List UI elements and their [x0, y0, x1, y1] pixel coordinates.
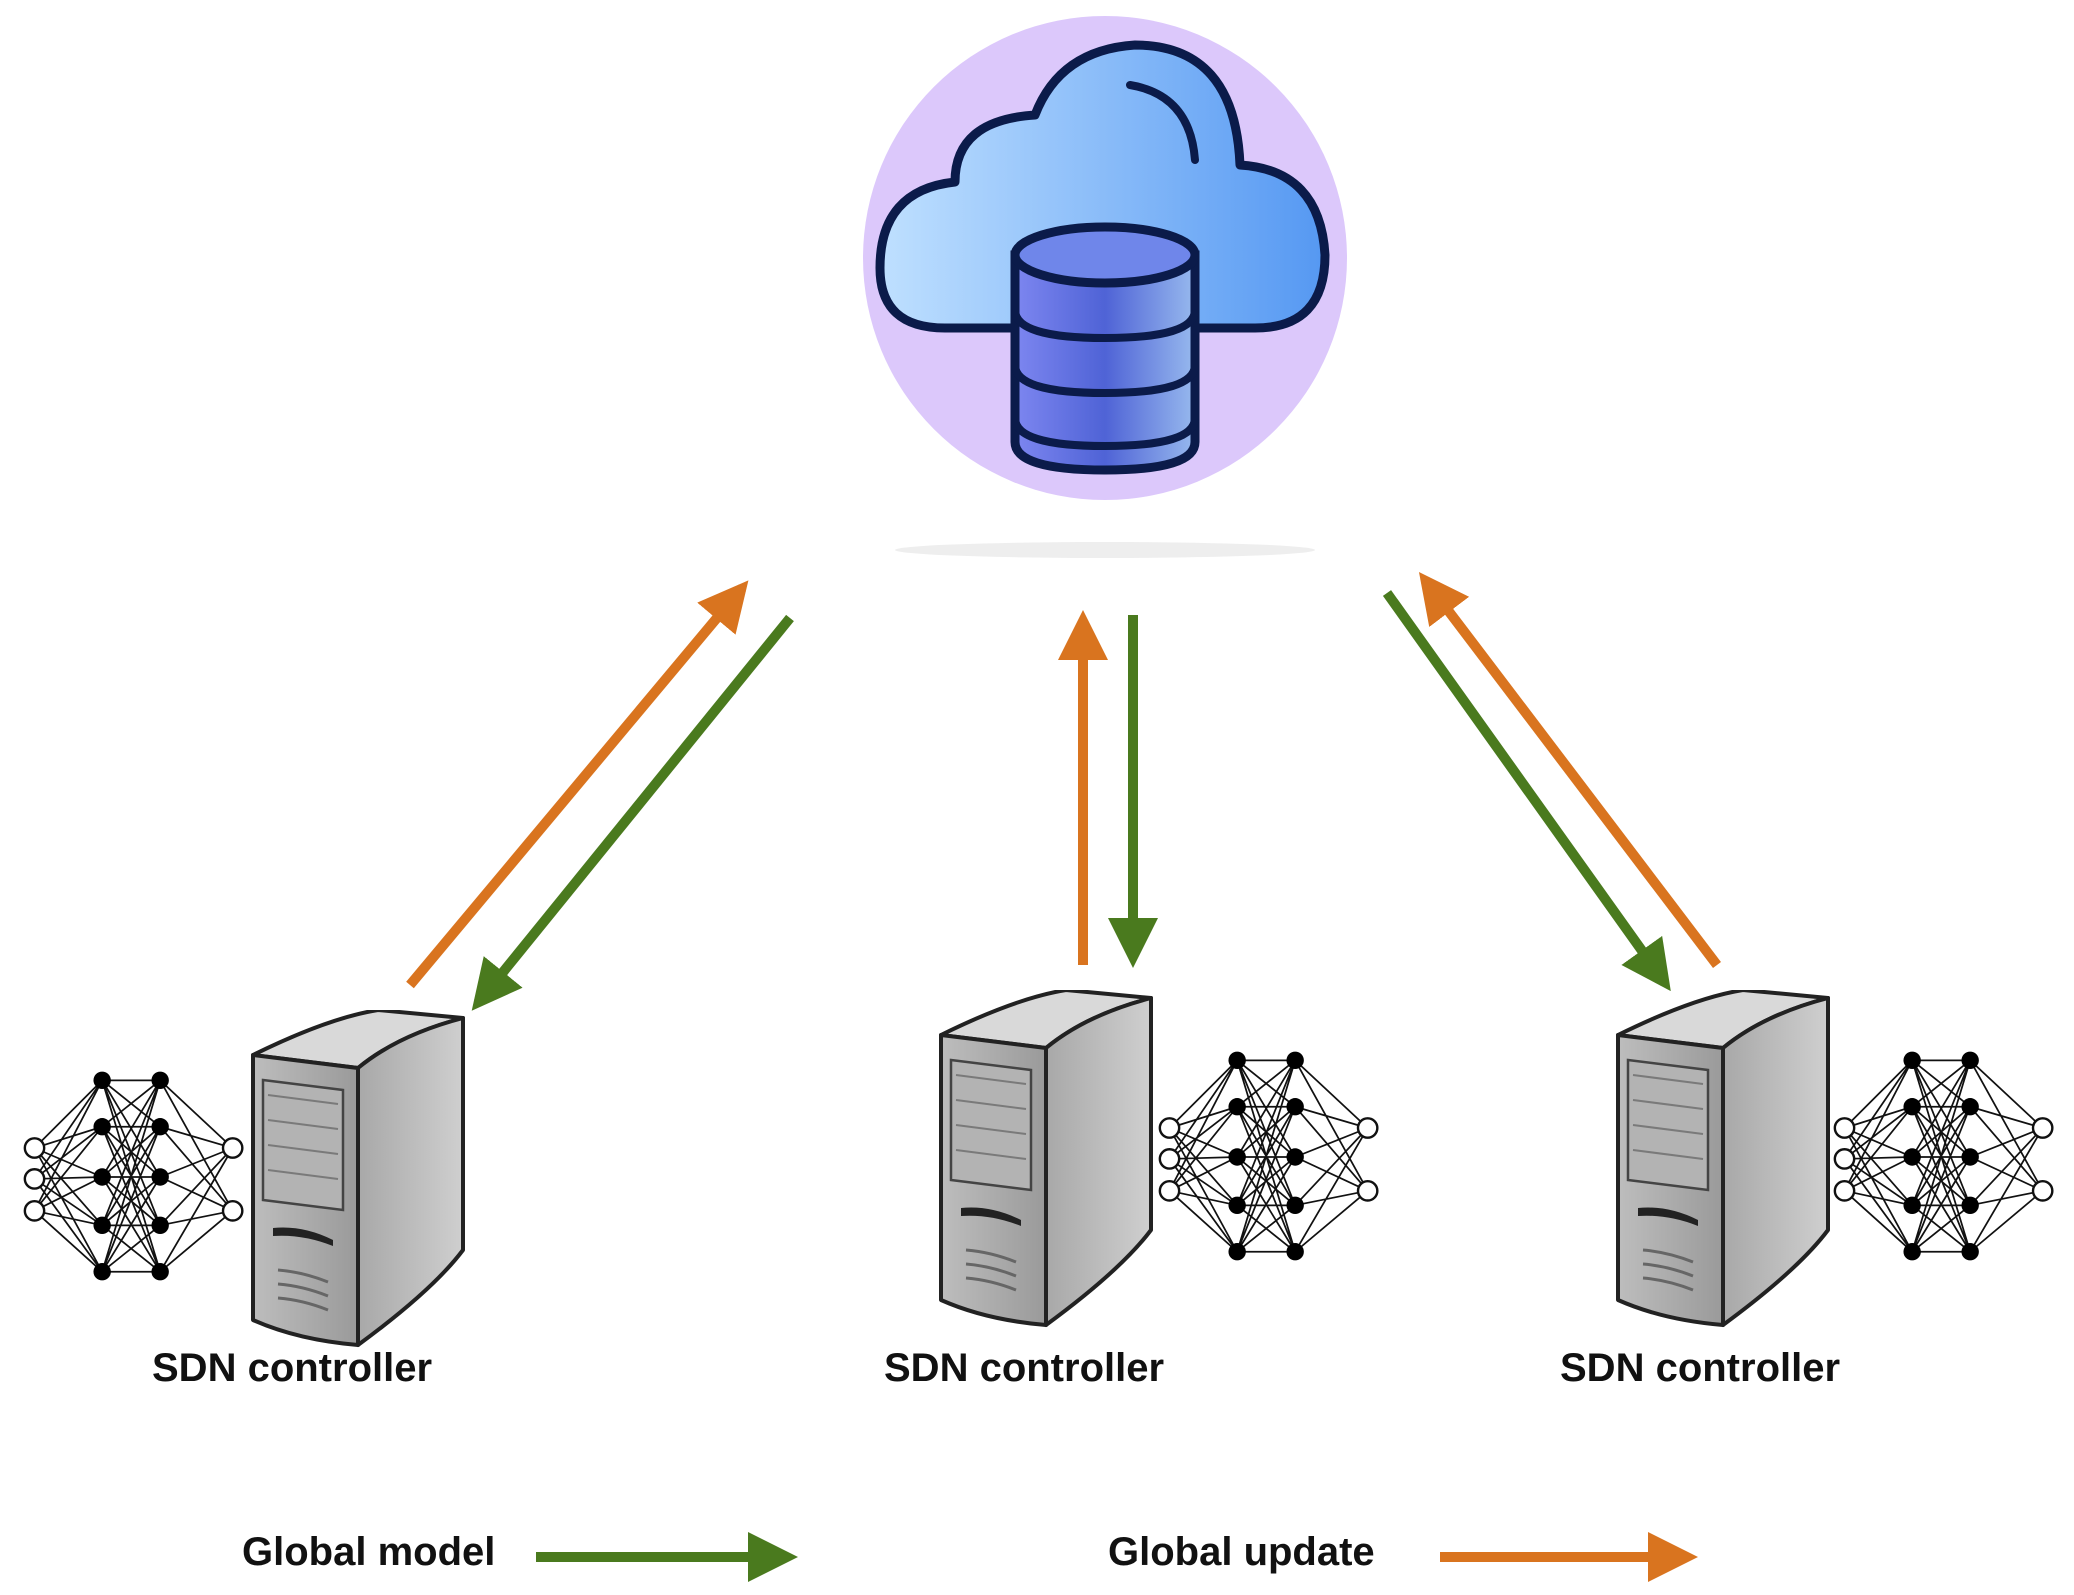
neural-network-icon: [23, 1070, 244, 1282]
legend-global-update-label: Global update: [1108, 1530, 1375, 1574]
controller-right: [1618, 990, 2054, 1325]
arrow-model-right: [1382, 590, 1671, 992]
neural-network-icon: [1158, 1050, 1379, 1262]
arrows: [406, 572, 1721, 1011]
controller-center: [941, 990, 1379, 1325]
cloud-database-icon: [863, 16, 1347, 558]
arrow-model-left: [471, 614, 794, 1011]
cloud-icon: [875, 40, 1330, 333]
controller-left: [23, 1010, 463, 1345]
neural-network-icon: [1833, 1050, 2054, 1262]
server-icon: [1618, 990, 1828, 1325]
controller-label-left: SDN controller: [152, 1346, 433, 1390]
legend-global-model-label: Global model: [242, 1530, 496, 1574]
server-icon: [941, 990, 1151, 1325]
database-icon: [1010, 222, 1200, 475]
server-icon: [253, 1010, 463, 1345]
arrow-update-right: [1418, 572, 1721, 969]
arrow-update-left: [406, 580, 749, 989]
controller-label-right: SDN controller: [1560, 1346, 1841, 1390]
controller-label-center: SDN controller: [884, 1346, 1165, 1390]
